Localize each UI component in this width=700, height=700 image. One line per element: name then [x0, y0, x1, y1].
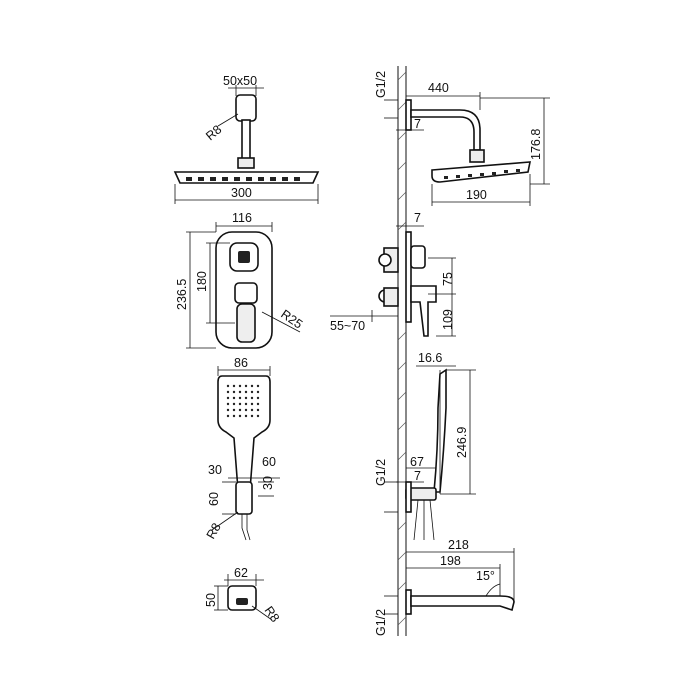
spout-side-view: G1/2 218 198 15°: [374, 538, 515, 636]
dim-15-degrees: 15°: [476, 569, 495, 583]
rain-shower-side-view: G1/2 440 7 176.8 190: [374, 71, 550, 206]
dim-109: 109: [441, 309, 455, 330]
dim-50: 50: [204, 593, 218, 607]
dim-62: 62: [234, 566, 248, 580]
mixer-side-view: 7 75 109 55~70: [330, 211, 456, 337]
dim-86: 86: [234, 356, 248, 370]
rain-shower-front-view: 50x50 R8 300: [173, 74, 320, 204]
dim-55-70: 55~70: [330, 319, 365, 333]
dim-180: 180: [195, 271, 209, 292]
dim-246-9: 246.9: [455, 427, 469, 458]
dim-198: 198: [440, 554, 461, 568]
dim-300: 300: [231, 186, 252, 200]
hand-shower-nozzles: [226, 384, 260, 418]
dim-r8-spout: R8: [262, 604, 283, 625]
dim-218: 218: [448, 538, 469, 552]
dim-7-top: 7: [414, 117, 421, 131]
dim-440: 440: [428, 81, 449, 95]
dim-176-8: 176.8: [529, 129, 543, 160]
dim-67: 67: [410, 455, 424, 469]
dim-7-holder: 7: [414, 469, 421, 483]
dim-60-right: 60: [262, 455, 276, 469]
dim-7-mixer: 7: [414, 211, 421, 225]
dim-30-left: 30: [208, 463, 222, 477]
dim-50x50: 50x50: [223, 74, 257, 88]
wall-hatching: [397, 71, 407, 626]
dim-116: 116: [232, 211, 252, 225]
mixer-front-view: 116 236.5 180 R25: [175, 211, 305, 349]
dim-r8-holder: R8: [204, 521, 224, 542]
dim-r8-arm: R8: [203, 122, 224, 143]
dim-75: 75: [441, 272, 455, 286]
dim-60-vertical: 60: [207, 492, 221, 506]
dim-190: 190: [466, 188, 487, 202]
rain-head-nozzles: [186, 177, 300, 181]
dim-g12-bottom: G1/2: [374, 609, 388, 636]
dim-g12-top: G1/2: [374, 71, 388, 98]
dim-30-vertical: 30: [261, 476, 275, 490]
spout-front-view: 62 50 R8: [204, 566, 282, 625]
dim-g12-mid: G1/2: [374, 459, 388, 486]
hand-shower-front-view: 86 30 60 30 60 R8: [204, 356, 280, 541]
dim-16-6: 16.6: [418, 351, 442, 365]
wall-section: [397, 66, 407, 636]
hand-shower-side-view: 16.6 246.9 G1/2 67 7: [374, 351, 476, 541]
dim-236-5: 236.5: [175, 279, 189, 310]
